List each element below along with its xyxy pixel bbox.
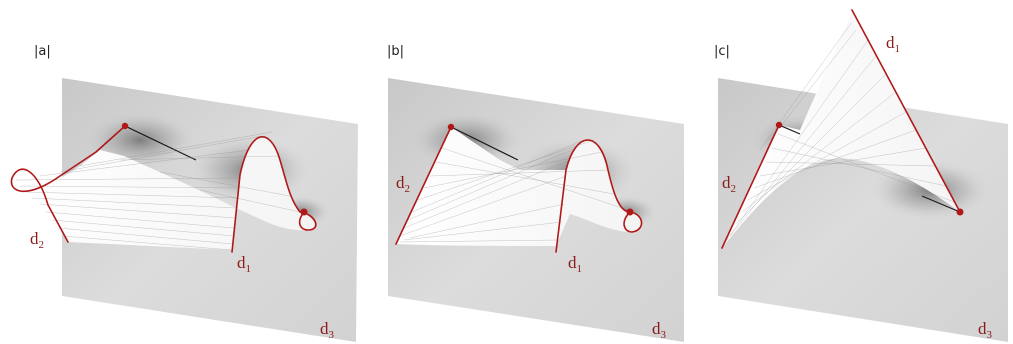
point-c-left: [775, 121, 783, 129]
point-b-right: [626, 208, 634, 216]
back-edge-a: [124, 125, 197, 161]
ruled-surface-c: [722, 12, 960, 248]
label-d2-c: d2: [722, 173, 736, 195]
point-c-right: [956, 208, 964, 216]
curve-d1-c: [851, 9, 961, 213]
curve-d2-c: [721, 124, 780, 249]
panel-label-c: |c|: [714, 44, 730, 59]
rulings-c: [723, 21, 955, 245]
panel-b: |b| d2 d1 d3: [387, 44, 684, 342]
point-a-top: [121, 122, 129, 130]
rulings-a: [15, 131, 301, 251]
label-d3-c: d3: [978, 319, 993, 341]
panel-a: |a| d2 d1 d3: [10, 44, 358, 342]
panel-c: |c| d2 d1 d3: [714, 9, 1008, 342]
ruled-surface-b: [396, 127, 641, 246]
curve-d1-b: [555, 139, 643, 253]
label-d2-b: d2: [396, 173, 410, 195]
label-d1-c: d1: [886, 33, 900, 55]
curve-d2-b: [395, 126, 452, 245]
rulings-b: [399, 139, 623, 243]
panel-label-a: |a|: [34, 44, 51, 59]
label-d2-a: d2: [30, 229, 44, 251]
bottom-edge-c: [921, 195, 961, 213]
curve-d1-a: [231, 136, 317, 253]
panel-label-b: |b|: [387, 44, 404, 59]
ruled-surface-a: [12, 136, 315, 250]
point-a-right: [300, 208, 308, 216]
label-d1-b: d1: [568, 253, 582, 275]
label-d3-b: d3: [652, 319, 667, 341]
curve-d2-a: [10, 125, 126, 243]
point-b-top: [447, 123, 455, 131]
back-edge-c: [778, 124, 801, 135]
label-d3-a: d3: [320, 319, 335, 341]
back-edge-b: [450, 126, 519, 161]
label-d1-a: d1: [237, 253, 251, 275]
